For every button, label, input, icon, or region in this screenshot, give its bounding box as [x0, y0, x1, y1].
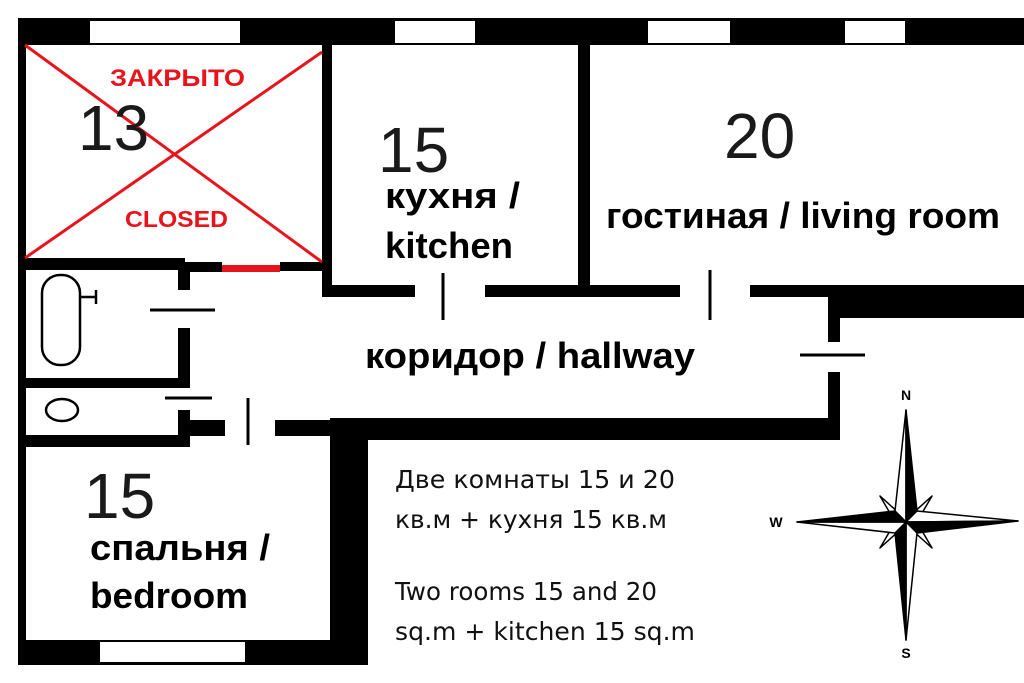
wall-living-bottom-right — [830, 285, 1024, 318]
compass-south-left — [894, 521, 907, 641]
compass-west-label: W — [769, 514, 783, 530]
closed-room-status-ru: ЗАКРЫТО — [110, 65, 245, 92]
compass-east-bottom — [905, 520, 1019, 534]
wall-hall-right-upper — [828, 297, 840, 342]
kitchen-area: 15 — [378, 114, 449, 186]
bedroom: 15 спальня / bedroom — [84, 460, 270, 616]
window-closed-room — [90, 21, 240, 43]
wall-bedroom-right — [330, 418, 368, 665]
window-living-left — [648, 21, 730, 43]
hallway-label: коридор / hallway — [365, 335, 695, 376]
wall-kitchen-hall-right — [485, 285, 590, 297]
wall-hall-bedroom-right — [275, 420, 333, 436]
wall-closed-room-hall-left — [185, 262, 222, 272]
summary-ru-line1: Две комнаты 15 и 20 — [395, 465, 675, 494]
bedroom-label-line2: bedroom — [90, 575, 248, 616]
closed-room-area: 13 — [78, 92, 149, 164]
closed-room-status-en: CLOSED — [125, 206, 228, 232]
doors — [150, 265, 865, 445]
bedroom-label-line1: спальня / — [90, 527, 270, 568]
wall-closed-room-hall-right — [280, 262, 332, 271]
wall-bathroom-right-lower — [178, 328, 190, 388]
compass-south-right — [905, 521, 918, 641]
compass-north-right — [905, 409, 918, 523]
compass-west-bottom — [796, 521, 907, 534]
bedroom-area: 15 — [84, 460, 155, 532]
wall-toilet-bedroom — [25, 435, 190, 447]
living-room-label: гостиная / living room — [606, 195, 1000, 236]
compass-west-top — [796, 510, 907, 523]
compass-north-left — [894, 409, 907, 523]
kitchen-label-line1: кухня / — [385, 175, 520, 216]
living-room: 20 гостиная / living room — [606, 100, 1000, 236]
wall-bathroom-toilet — [25, 378, 185, 388]
wall-closed-room-bathroom — [25, 258, 185, 270]
kitchen-label-line2: kitchen — [385, 225, 513, 266]
door-closed-room-sealed — [222, 265, 280, 272]
compass-south-label: S — [901, 645, 910, 661]
summary: Две комнаты 15 и 20 кв.м + кухня 15 кв.м… — [394, 465, 695, 646]
summary-ru-line2: кв.м + кухня 15 кв.м — [395, 505, 667, 534]
outer-left-wall — [18, 18, 26, 665]
wall-closed-room-kitchen — [322, 45, 332, 297]
wall-kitchen-hall-left — [322, 285, 415, 297]
bathtub-icon — [40, 273, 82, 367]
wall-hall-bedroom-left — [185, 420, 225, 436]
window-living-right — [845, 21, 905, 43]
toilet-icon — [44, 397, 80, 423]
walls — [18, 18, 1024, 665]
wall-bathroom-right-upper — [178, 262, 190, 290]
window-kitchen — [395, 21, 475, 43]
wall-living-hall-left — [590, 285, 680, 297]
fixtures — [40, 273, 98, 423]
living-room-area: 20 — [724, 100, 795, 172]
window-bedroom — [100, 642, 245, 662]
compass-rose-icon: N W S — [769, 387, 1019, 661]
wall-kitchen-living — [578, 45, 590, 290]
closed-cross-line-2 — [24, 50, 323, 260]
windows — [90, 21, 905, 662]
compass-east-top — [905, 510, 1019, 523]
summary-en-line2: sq.m + kitchen 15 sq.m — [395, 617, 695, 646]
kitchen: 15 кухня / kitchen — [378, 114, 520, 266]
summary-en-line1: Two rooms 15 and 20 — [394, 577, 657, 606]
hallway: коридор / hallway — [365, 335, 695, 376]
compass-north-label: N — [901, 387, 911, 403]
closed-room: ЗАКРЫТО 13 CLOSED — [24, 43, 323, 264]
wall-hall-bottom — [330, 418, 840, 440]
